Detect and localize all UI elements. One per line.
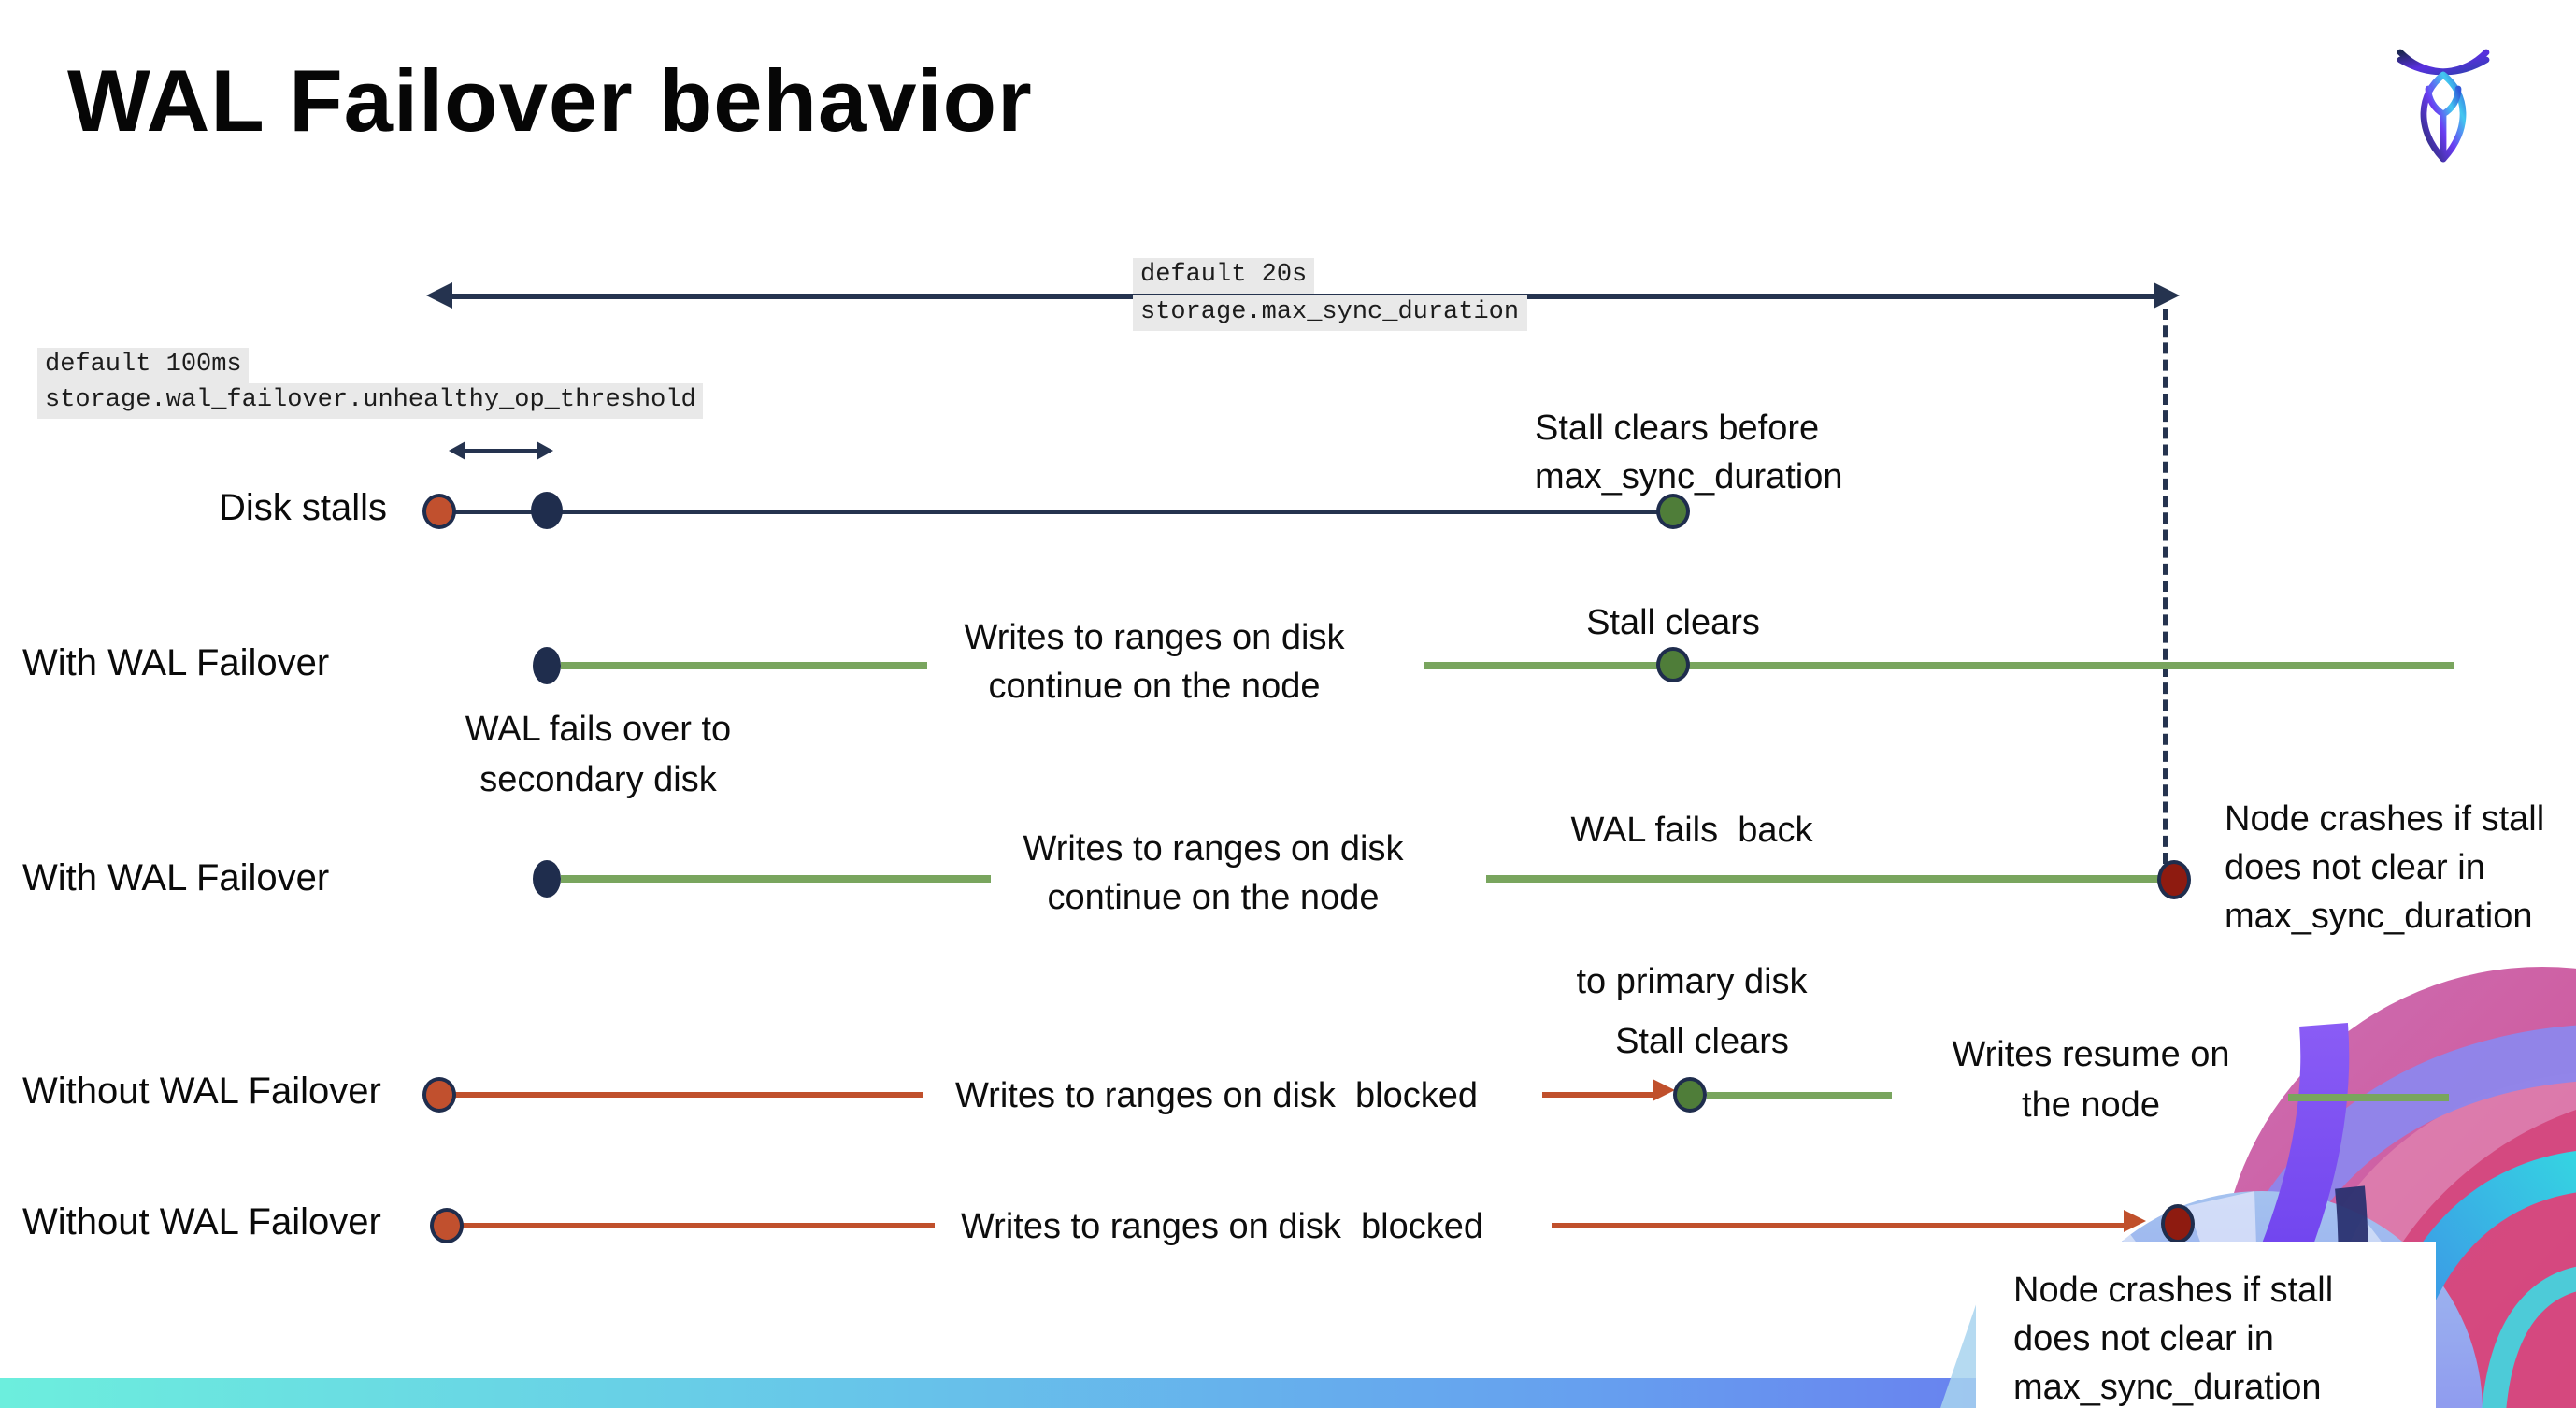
event-dot-stall-clears bbox=[1656, 647, 1690, 682]
max-sync-setting-label: storage.max_sync_duration bbox=[1133, 295, 1527, 331]
healthy-writes-line bbox=[1486, 875, 2172, 883]
resumed-writes-line bbox=[2288, 1094, 2449, 1101]
stall-clears-note: Stall clears bbox=[1586, 604, 1760, 643]
row-label-without-wal-failover-1: Without WAL Failover bbox=[22, 1071, 381, 1113]
node-crash-note: Node crashes if stall does not clear in … bbox=[2225, 800, 2545, 937]
healthy-writes-line bbox=[561, 875, 991, 883]
stall-clears-before-note: Stall clears before max_sync_duration bbox=[1535, 409, 1843, 497]
blocked-writes-arrow-line bbox=[1552, 1222, 2127, 1228]
art-teal-arch-small bbox=[2482, 1266, 2576, 1408]
resumed-writes-line bbox=[1707, 1092, 1892, 1099]
event-dot-failover bbox=[533, 860, 561, 898]
red-arrow-head-icon bbox=[2124, 1210, 2146, 1232]
node-crash-note: Node crashes if stall does not clear in … bbox=[2013, 1272, 2334, 1408]
blocked-writes-arrow-line bbox=[1542, 1091, 1660, 1097]
healthy-writes-line bbox=[1424, 662, 2454, 669]
event-dot-node-crash bbox=[2161, 1204, 2195, 1243]
logo-wings bbox=[2425, 85, 2462, 163]
healthy-writes-line bbox=[561, 662, 927, 669]
arrow-head-right-icon bbox=[2154, 282, 2180, 309]
logo-antenna-right bbox=[2397, 49, 2490, 76]
stall-clears-note: Stall clears bbox=[1615, 1023, 1789, 1062]
writes-resume-note: Writes resume on the node bbox=[1952, 1036, 2230, 1126]
writes-continue-note: Writes to ranges on disk continue on the… bbox=[964, 619, 1345, 707]
deadline-dashed-line bbox=[2163, 309, 2168, 864]
disk-stall-timeline bbox=[439, 510, 1673, 514]
threshold-default-label: default 100ms bbox=[37, 348, 250, 383]
event-dot-failover bbox=[533, 647, 561, 684]
node-crash-callout: Node crashes if stall does not clear in … bbox=[1976, 1242, 2436, 1408]
row-label-with-wal-failover-1: With WAL Failover bbox=[22, 643, 330, 684]
event-dot-threshold-reached bbox=[531, 492, 563, 529]
threshold-arrow-line bbox=[462, 448, 540, 453]
page-title: WAL Failover behavior bbox=[67, 50, 1033, 150]
blocked-writes-line bbox=[454, 1091, 923, 1097]
max-sync-default-label: default 20s bbox=[1133, 258, 1315, 294]
blocked-writes-line bbox=[462, 1222, 935, 1228]
event-dot-stall-begins bbox=[430, 1208, 464, 1243]
row-label-without-wal-failover-2: Without WAL Failover bbox=[22, 1202, 381, 1243]
event-dot-stall-begins bbox=[422, 1077, 456, 1113]
threshold-setting-label: storage.wal_failover.unhealthy_op_thresh… bbox=[37, 383, 704, 419]
arrow-head-left-icon bbox=[426, 282, 452, 309]
arrow-head-left-icon bbox=[449, 441, 465, 460]
red-arrow-head-icon bbox=[1653, 1079, 1675, 1101]
event-dot-stall-clears bbox=[1673, 1077, 1707, 1113]
writes-continue-note: Writes to ranges on disk continue on the… bbox=[1023, 830, 1404, 918]
writes-blocked-note: Writes to ranges on disk blocked bbox=[961, 1208, 1484, 1247]
arrow-head-right-icon bbox=[537, 441, 553, 460]
event-dot-node-crash bbox=[2157, 860, 2191, 899]
row-label-disk-stalls: Disk stalls bbox=[218, 488, 387, 529]
fails-over-note: WAL fails over to secondary disk bbox=[465, 711, 732, 800]
cockroachdb-logo-icon bbox=[2397, 49, 2490, 163]
event-dot-stall-begins bbox=[422, 494, 456, 529]
fails-back-note: WAL fails back to primary disk bbox=[1570, 812, 1813, 1002]
event-dot-stall-clears bbox=[1656, 494, 1690, 529]
row-label-with-wal-failover-2: With WAL Failover bbox=[22, 858, 330, 899]
writes-blocked-note: Writes to ranges on disk blocked bbox=[955, 1077, 1479, 1116]
